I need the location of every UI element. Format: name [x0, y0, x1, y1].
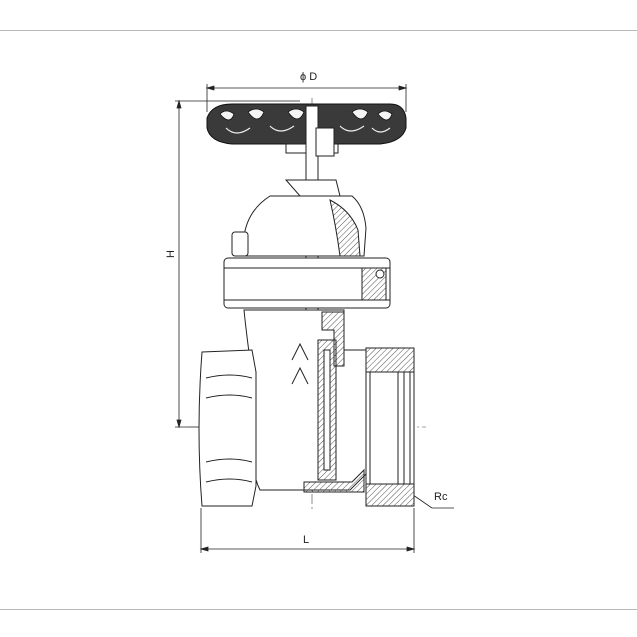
right-port: [365, 347, 415, 507]
height-label: H: [165, 250, 177, 258]
bonnet: [231, 179, 367, 257]
length-dimension: [199, 508, 416, 553]
top-rule: [0, 30, 637, 31]
gate-disc: [317, 339, 337, 481]
thread-label: Rc: [434, 491, 448, 503]
valve-body: [243, 309, 371, 493]
diameter-label: ϕ D: [300, 71, 317, 83]
diameter-dimension: [205, 84, 408, 112]
left-hex-end: [198, 349, 257, 507]
flow-mark: [291, 342, 309, 385]
bonnet-flange: [223, 257, 391, 309]
length-label: L: [303, 534, 309, 546]
bottom-rule: [0, 609, 637, 610]
